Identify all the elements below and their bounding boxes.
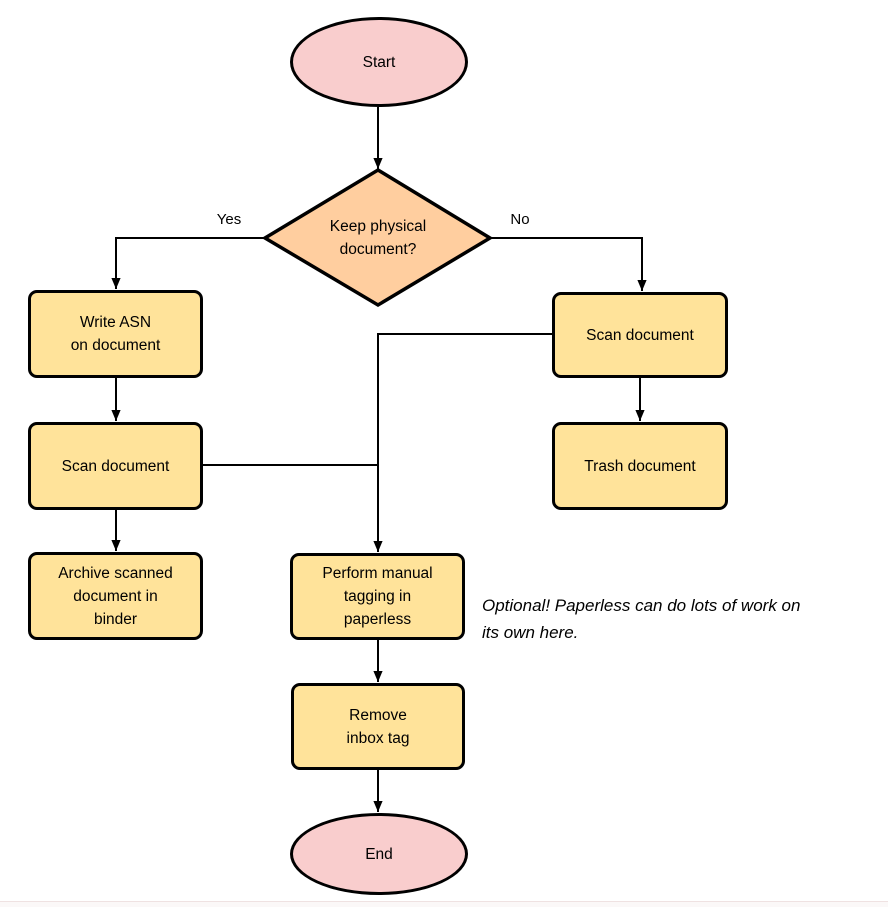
node-write-asn-on-document: Write ASN on document	[28, 290, 203, 378]
bottom-divider	[0, 901, 888, 907]
node-remove-inbox-tag: Remove inbox tag	[291, 683, 465, 770]
decision-diamond-shape	[261, 167, 494, 308]
node-scan-document-keep: Scan document	[28, 422, 203, 510]
node-scan-document-discard: Scan document	[552, 292, 728, 378]
edge-label-no: No	[510, 211, 530, 228]
node-decision-label: Keep physical document?	[329, 218, 427, 258]
node-start: Start	[290, 17, 468, 107]
node-perform-manual-tagging: Perform manual tagging in paperless	[290, 553, 465, 640]
node-end: End	[290, 813, 468, 895]
edge-label-yes: Yes	[216, 211, 242, 228]
edge-decision-yes-to-write-asn	[111, 237, 265, 289]
optional-annotation: Optional! Paperless can do lots of work …	[482, 596, 801, 642]
edge-decision-no-to-scan-discard	[490, 237, 647, 291]
node-trash-document: Trash document	[552, 422, 728, 510]
node-archive-scanned-document: Archive scanned document in binder	[28, 552, 203, 640]
edge-scan-discard-to-tagging	[373, 333, 552, 552]
